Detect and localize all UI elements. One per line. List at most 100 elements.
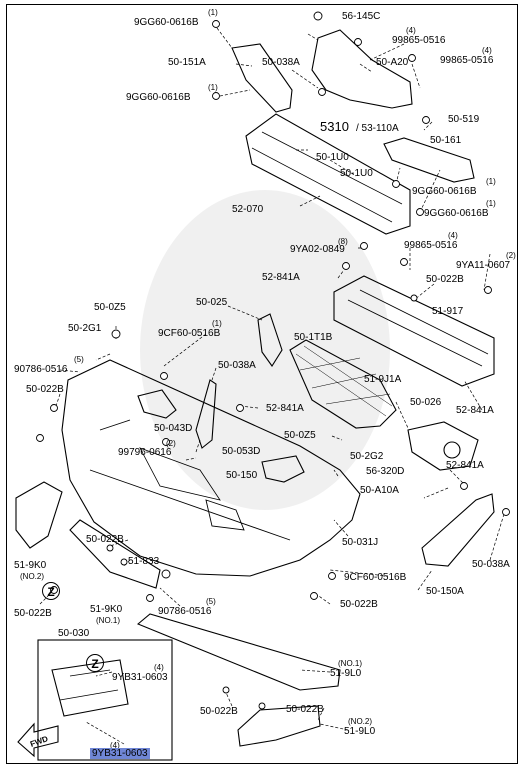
bracket-50-043d — [137, 389, 177, 419]
bumper-reinforcement-52-070 — [245, 113, 411, 235]
label-51-9l0-no2-qualifier: (NO.2) — [348, 717, 372, 726]
qty-l1: (1) — [208, 8, 218, 17]
qty-l61: (4) — [110, 741, 120, 750]
label-50-022b-4: 50-022B — [14, 608, 52, 619]
qty-l26: (1) — [212, 319, 222, 328]
label-9ya11-0607: 9YA11-0607 — [456, 260, 511, 271]
label-9cf60-0516b-2: 9CF60-0516B — [344, 572, 407, 583]
qty-l19: (2) — [506, 251, 516, 260]
label-51-9l0-no1-qualifier: (NO.1) — [338, 659, 362, 668]
label-50-0z5-1: 50-0Z5 — [94, 302, 126, 313]
label-52-841a-3: 52-841A — [456, 405, 494, 416]
diagram-frame — [6, 4, 518, 764]
bracket-50-161 — [383, 137, 475, 183]
watermark — [140, 190, 390, 510]
label-50-150a: 50-150A — [426, 586, 464, 597]
label-51-9k0-no2: 51-9K0 — [14, 560, 47, 571]
label-56-145c: 56-145C — [342, 11, 381, 22]
label-50-026: 50-026 — [410, 397, 442, 408]
label-50-038a-2: 50-038A — [218, 360, 256, 371]
label-50-2g2: 50-2G2 — [350, 451, 384, 462]
grille-50-1t1b — [289, 339, 397, 429]
qty-l17: (8) — [338, 237, 348, 246]
label-50-022b-5: 50-022B — [340, 599, 378, 610]
qty-l18: (4) — [448, 231, 458, 240]
fasteners — [36, 11, 510, 710]
absorber-51-9j1a — [333, 275, 495, 387]
label-51-9k0-no2-qualifier: (NO.2) — [20, 572, 44, 581]
qty-l56: (4) — [154, 663, 164, 672]
label-50-043d: 50-043D — [154, 423, 193, 434]
qty-l3: (4) — [406, 26, 416, 35]
label-51-9j1a: 51-9J1A — [364, 374, 402, 385]
label-56-320d: 56-320D — [366, 466, 405, 477]
label-9yb31-0603-2-highlighted: 9YB31-0603 — [90, 748, 150, 759]
label-53-110a: / 53-110A — [356, 123, 399, 134]
label-50-151a: 50-151A — [168, 57, 206, 68]
label-50-150: 50-150 — [226, 470, 258, 481]
qty-l7: (4) — [482, 46, 492, 55]
label-52-841a-4: 52-841A — [446, 460, 484, 471]
label-50-025: 50-025 — [196, 297, 228, 308]
label-90786-0516-1: 90786-0516 — [14, 364, 68, 375]
spoiler-51-9l0-no1 — [136, 613, 341, 691]
label-50-038a-1: 50-038A — [262, 57, 300, 68]
label-52-841a-2: 52-841A — [266, 403, 304, 414]
bracket-50-150a — [421, 493, 495, 567]
label-50-053d: 50-053D — [222, 446, 261, 457]
label-9gg60-0616b-3: 9GG60-0616B — [412, 186, 477, 197]
bracket-50-025 — [257, 313, 283, 367]
label-9ya02-0849: 9YA02-0849 — [290, 244, 345, 255]
label-50-022b-3: 50-022B — [86, 534, 124, 545]
bumper-cover-50-031j — [61, 359, 361, 577]
label-51-9k0-no1: 51-9K0 — [90, 604, 123, 615]
side-piece-51-9k0-no2 — [15, 481, 63, 549]
label-50-022b-7: 50-022B — [286, 704, 324, 715]
qty-l37: (2) — [166, 439, 176, 448]
license-plate-box — [37, 639, 173, 761]
label-50-022b-6: 50-022B — [200, 706, 238, 717]
label-50-1u0-2: 50-1U0 — [340, 168, 373, 179]
label-50-161: 50-161 — [430, 135, 462, 146]
label-50-031j: 50-031J — [342, 537, 379, 548]
label-50-022b-2: 50-022B — [26, 384, 64, 395]
label-9cf60-0516b-1: 9CF60-0516B — [158, 328, 221, 339]
label-9yb31-0603-1: 9YB31-0603 — [112, 672, 168, 683]
label-51-9l0-no1: 51-9L0 — [330, 668, 362, 679]
label-9gg60-0616b-4: 9GG60-0616B — [424, 208, 489, 219]
label-99796-0616: 99796-0616 — [118, 447, 172, 458]
bracket-50-150 — [195, 379, 217, 449]
label-9gg60-0616b-1: 9GG60-0616B — [134, 17, 199, 28]
reference-z-circle-1: Z — [42, 582, 60, 600]
spoiler-51-9l0-no2 — [237, 705, 321, 747]
label-50-a10a: 50-A10A — [360, 485, 399, 496]
fwd-arrow — [17, 722, 59, 758]
label-52-070: 52-070 — [232, 204, 264, 215]
qty-l8: (1) — [208, 83, 218, 92]
label-51-9k0-no1-qualifier: (NO.1) — [96, 616, 120, 625]
label-50-1t1b: 50-1T1B — [294, 332, 333, 343]
reference-z-circle-2: Z — [86, 654, 104, 672]
qty-l16: (1) — [486, 199, 496, 208]
label-51-833: 51-833 — [128, 556, 160, 567]
label-9gg60-0616b-2: 9GG60-0616B — [126, 92, 191, 103]
label-50-022b-1: 50-022B — [426, 274, 464, 285]
label-50-2g1: 50-2G1 — [68, 323, 102, 334]
label-99865-0516-3: 99865-0516 — [404, 240, 458, 251]
label-50-038a-3: 50-038A — [472, 559, 510, 570]
label-51-9l0-no2: 51-9L0 — [344, 726, 376, 737]
bezel-50-026 — [407, 421, 479, 471]
label-50-1u0-1: 50-1U0 — [316, 152, 349, 163]
qty-l14: (1) — [486, 177, 496, 186]
label-51-917: 51-917 — [432, 306, 464, 317]
label-50-519: 50-519 — [448, 114, 480, 125]
label-52-841a-1: 52-841A — [262, 272, 300, 283]
qty-l28: (5) — [74, 355, 84, 364]
qty-l52: (5) — [206, 597, 216, 606]
bracket-50-053d — [261, 455, 305, 483]
label-50-a20: 50-A20 — [376, 57, 409, 68]
label-50-0z5-2: 50-0Z5 — [284, 430, 316, 441]
lower-lip-51-9k0-no1 — [69, 519, 161, 589]
label-50-030: 50-030 — [58, 628, 90, 639]
